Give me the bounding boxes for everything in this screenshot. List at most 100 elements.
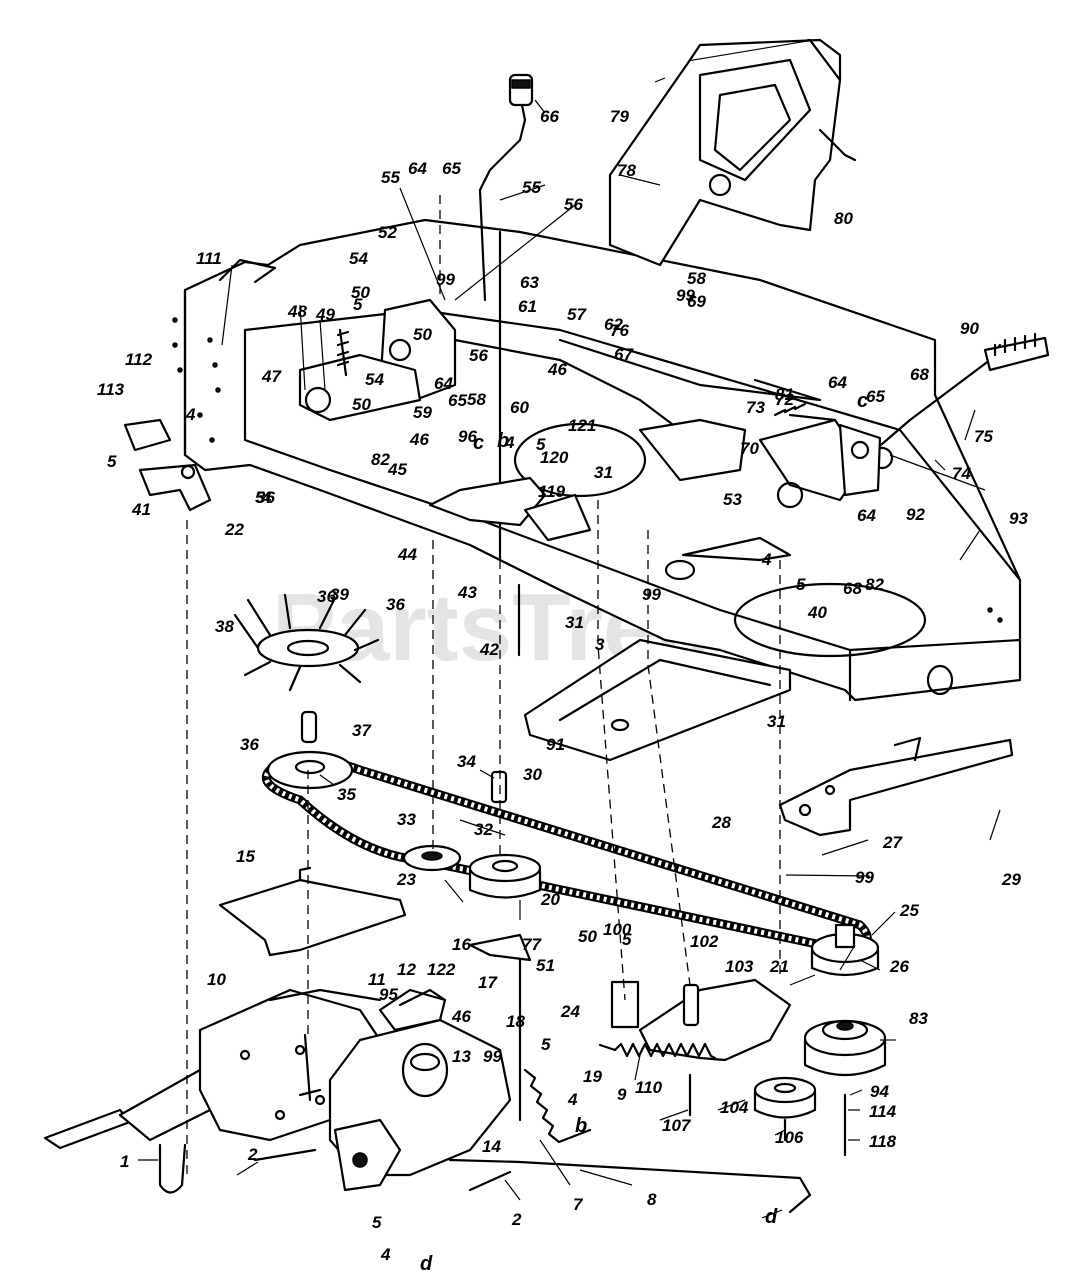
part-label: 21 bbox=[769, 957, 789, 976]
part-label: 43 bbox=[457, 583, 477, 602]
part-label: 5 bbox=[353, 295, 363, 314]
part-label: 121 bbox=[568, 416, 596, 435]
part-label: 60 bbox=[510, 398, 529, 417]
part-label: 120 bbox=[540, 448, 569, 467]
part-label: 50 bbox=[413, 325, 432, 344]
part-label: 99 bbox=[483, 1047, 502, 1066]
part-label: 5 bbox=[622, 930, 632, 949]
part-label: 10 bbox=[207, 970, 226, 989]
part-label: 99 bbox=[855, 868, 874, 887]
part-label: 99 bbox=[642, 585, 661, 604]
part-label: 31 bbox=[565, 613, 584, 632]
part-label: 94 bbox=[870, 1082, 889, 1101]
part-label: 103 bbox=[725, 957, 754, 976]
part-label: 2 bbox=[511, 1210, 522, 1229]
part-label: 59 bbox=[413, 403, 432, 422]
part-label: 3 bbox=[595, 635, 605, 654]
deck-plate bbox=[523, 638, 792, 762]
part-label: b bbox=[575, 1115, 587, 1137]
leader-lines bbox=[138, 77, 1001, 1219]
part-label: 38 bbox=[215, 617, 234, 636]
part-label: 65 bbox=[442, 159, 461, 178]
part-label: 83 bbox=[909, 1009, 928, 1028]
part-label: 92 bbox=[906, 505, 925, 524]
part-label: 39 bbox=[330, 585, 349, 604]
part-label: 119 bbox=[538, 482, 566, 501]
part-label: 102 bbox=[690, 932, 719, 951]
part-label: 50 bbox=[351, 283, 370, 302]
part-label: 56 bbox=[469, 346, 488, 365]
part-label: 24 bbox=[560, 1002, 580, 1021]
part-label: 30 bbox=[523, 765, 542, 784]
part-label: 36 bbox=[256, 488, 275, 507]
part-label: 68 bbox=[843, 579, 862, 598]
part-label: 53 bbox=[723, 490, 742, 509]
part-label: 31 bbox=[594, 463, 613, 482]
part-label: d bbox=[765, 1206, 778, 1228]
part-label: 75 bbox=[974, 427, 993, 446]
part-label: 78 bbox=[617, 161, 636, 180]
part-label: 100 bbox=[603, 920, 632, 939]
part-label: 122 bbox=[427, 960, 456, 979]
part-label: 2 bbox=[247, 1145, 258, 1164]
spring-9 bbox=[523, 1068, 592, 1144]
idler-bracket bbox=[638, 978, 792, 1062]
part-label: 56 bbox=[564, 195, 583, 214]
bracket-29 bbox=[778, 736, 1014, 837]
bolt-2b bbox=[468, 1170, 512, 1192]
part-label: 1 bbox=[120, 1152, 129, 1171]
part-label: 4 bbox=[504, 433, 515, 452]
part-label: 42 bbox=[479, 640, 499, 659]
part-label: 5 bbox=[541, 1035, 551, 1054]
part-label: 9 bbox=[617, 1085, 627, 1104]
part-label: 14 bbox=[482, 1137, 501, 1156]
part-label: 74 bbox=[952, 464, 971, 483]
spacer-37 bbox=[300, 710, 318, 744]
part-label: 5 bbox=[255, 488, 265, 507]
part-label: 46 bbox=[547, 360, 567, 379]
throttle-lever bbox=[870, 332, 1050, 470]
part-label: 22 bbox=[224, 520, 244, 539]
shift-lever bbox=[478, 73, 534, 302]
part-label: 55 bbox=[381, 168, 400, 187]
part-label: 18 bbox=[506, 1012, 525, 1031]
part-label: 29 bbox=[1001, 870, 1021, 889]
part-label: 8 bbox=[647, 1190, 657, 1209]
part-label: 4 bbox=[761, 550, 772, 569]
pulley-90 bbox=[803, 1019, 887, 1077]
part-label: 95 bbox=[379, 985, 398, 1004]
rear-bracket bbox=[138, 463, 212, 512]
part-label: 4 bbox=[185, 405, 196, 424]
transaxle bbox=[43, 988, 512, 1192]
part-label: 50 bbox=[578, 927, 597, 946]
part-label: 49 bbox=[315, 305, 335, 324]
part-label: 114 bbox=[869, 1102, 897, 1121]
part-label: 51 bbox=[536, 956, 555, 975]
part-label: 99 bbox=[436, 270, 455, 289]
part-label: 32 bbox=[474, 820, 493, 839]
part-label: 66 bbox=[540, 107, 559, 126]
part-label: 52 bbox=[378, 223, 397, 242]
part-label: 34 bbox=[457, 752, 476, 771]
rod-8 bbox=[448, 1158, 812, 1214]
part-label: 107 bbox=[662, 1116, 692, 1135]
part-label: 54 bbox=[349, 249, 368, 268]
part-label: 68 bbox=[910, 365, 929, 384]
part-label: 62 bbox=[604, 315, 623, 334]
part-label: 41 bbox=[131, 500, 151, 519]
part-label: 91 bbox=[546, 735, 565, 754]
part-label: 112 bbox=[125, 350, 153, 369]
part-label: 19 bbox=[583, 1067, 602, 1086]
part-label: 48 bbox=[287, 302, 307, 321]
part-label: 82 bbox=[371, 450, 390, 469]
part-label: 113 bbox=[97, 380, 125, 399]
part-label: 65 bbox=[448, 391, 467, 410]
arm-12 bbox=[398, 988, 447, 1007]
part-label: 50 bbox=[352, 395, 371, 414]
part-label: 64 bbox=[857, 506, 876, 525]
part-label: c bbox=[473, 432, 484, 454]
pulley-33 bbox=[402, 844, 462, 872]
part-label: 4 bbox=[380, 1245, 391, 1264]
